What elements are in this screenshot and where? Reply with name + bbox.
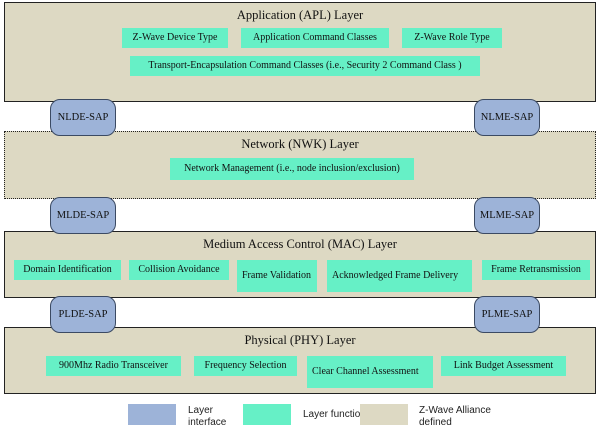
function-frame-validation: Frame Validation: [237, 260, 317, 292]
function-frequency-selection: Frequency Selection: [194, 356, 297, 376]
function-link-budget-assessment: Link Budget Assessment: [441, 356, 566, 376]
function-collision-avoidance: Collision Avoidance: [129, 260, 229, 280]
legend-label-layer-interface: Layer interface: [188, 405, 227, 428]
network-layer: Network (NWK) Layer: [4, 131, 596, 199]
sap-mlme: MLME-SAP: [474, 197, 540, 234]
function-network-management: Network Management (i.e., node inclusion…: [170, 158, 414, 180]
legend-label-layer-function: Layer function: [303, 409, 366, 420]
sap-mlde: MLDE-SAP: [50, 197, 116, 234]
legend-label-zwave-alliance: Z-Wave Alliance defined: [419, 405, 491, 428]
sap-nlme: NLME-SAP: [474, 99, 540, 136]
function-acknowledged-frame-delivery: Acknowledged Frame Delivery: [327, 260, 472, 292]
sap-plme: PLME-SAP: [474, 296, 540, 333]
function-application-command-classes: Application Command Classes: [241, 28, 389, 48]
function-zwave-device-type: Z-Wave Device Type: [122, 28, 228, 48]
physical-layer-title: Physical (PHY) Layer: [244, 333, 356, 347]
legend-swatch-layer-function: [243, 404, 291, 425]
network-layer-title: Network (NWK) Layer: [241, 137, 359, 151]
function-domain-identification: Domain Identification: [14, 260, 121, 280]
sap-plde: PLDE-SAP: [50, 296, 116, 333]
legend-swatch-zwave-alliance: [360, 404, 408, 425]
function-radio-transceiver: 900Mhz Radio Transceiver: [46, 356, 181, 376]
function-frame-retransmission: Frame Retransmission: [482, 260, 590, 280]
function-zwave-role-type: Z-Wave Role Type: [402, 28, 502, 48]
sap-nlde: NLDE-SAP: [50, 99, 116, 136]
function-clear-channel-assessment: Clear Channel Assessment: [307, 356, 433, 388]
mac-layer-title: Medium Access Control (MAC) Layer: [203, 237, 397, 251]
application-layer: Application (APL) Layer: [4, 2, 596, 102]
application-layer-title: Application (APL) Layer: [236, 8, 364, 22]
function-transport-encapsulation: Transport-Encapsulation Command Classes …: [130, 56, 480, 76]
legend-swatch-layer-interface: [128, 404, 176, 425]
